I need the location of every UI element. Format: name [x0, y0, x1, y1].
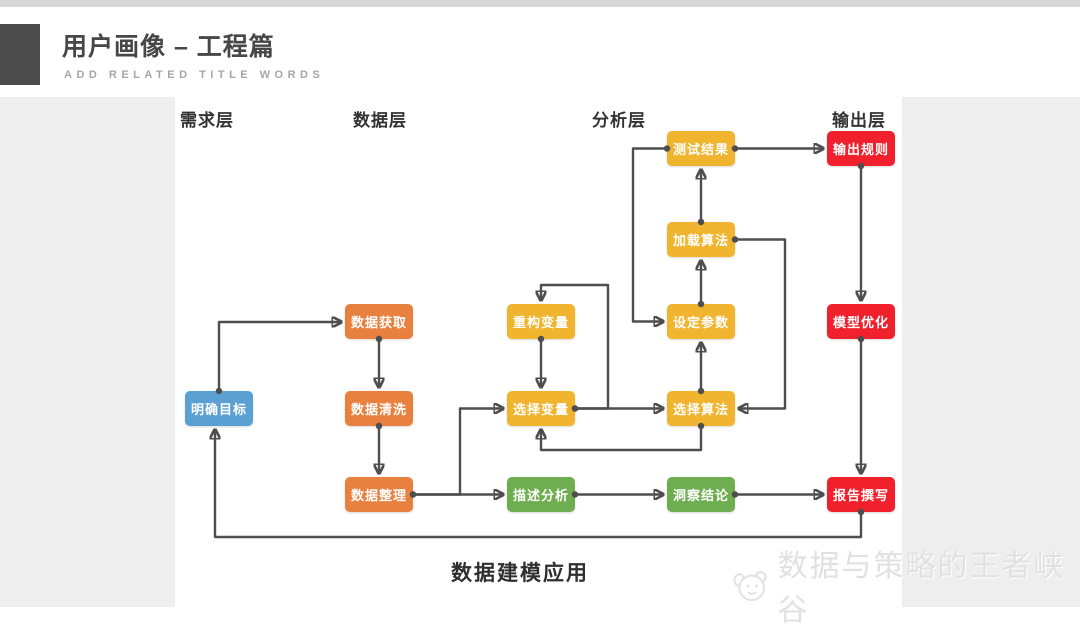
diagram-caption: 数据建模应用 — [451, 562, 589, 585]
node-reconstruct-variables: 重构变量 — [507, 304, 575, 339]
left-margin — [0, 97, 175, 607]
layer-header-output: 输出层 — [832, 111, 886, 130]
watermark-text: 数据与策略的王者峡谷 — [777, 550, 1066, 627]
node-load-algorithm: 加载算法 — [667, 222, 735, 257]
node-insight-conclusions: 洞察结论 — [667, 477, 735, 512]
node-output-rules: 输出规则 — [827, 131, 895, 166]
right-margin — [902, 97, 1080, 607]
node-set-parameters: 设定参数 — [667, 304, 735, 339]
top-border — [0, 0, 1080, 7]
node-model-optimization: 模型优化 — [827, 304, 895, 339]
node-data-acquisition: 数据获取 — [345, 304, 413, 339]
layer-header-analysis: 分析层 — [592, 111, 646, 130]
page-subtitle: ADD RELATED TITLE WORDS — [64, 69, 325, 81]
layer-header-requirement: 需求层 — [180, 111, 234, 130]
layer-header-data: 数据层 — [353, 111, 407, 130]
diagram-panel — [175, 97, 902, 607]
page-title: 用户画像 – 工程篇 — [62, 33, 275, 61]
scribble-face-logo — [733, 571, 767, 602]
watermark: 数据与策略的王者峡谷 — [728, 541, 1080, 629]
node-select-algorithm: 选择算法 — [667, 391, 735, 426]
node-data-cleaning: 数据清洗 — [345, 391, 413, 426]
node-data-organizing: 数据整理 — [345, 477, 413, 512]
node-select-variables: 选择变量 — [507, 391, 575, 426]
node-descriptive-analysis: 描述分析 — [507, 477, 575, 512]
node-test-results: 测试结果 — [667, 131, 735, 166]
node-clarify-goals: 明确目标 — [185, 391, 253, 426]
node-report-writing: 报告撰写 — [827, 477, 895, 512]
title-accent-block — [0, 24, 40, 85]
